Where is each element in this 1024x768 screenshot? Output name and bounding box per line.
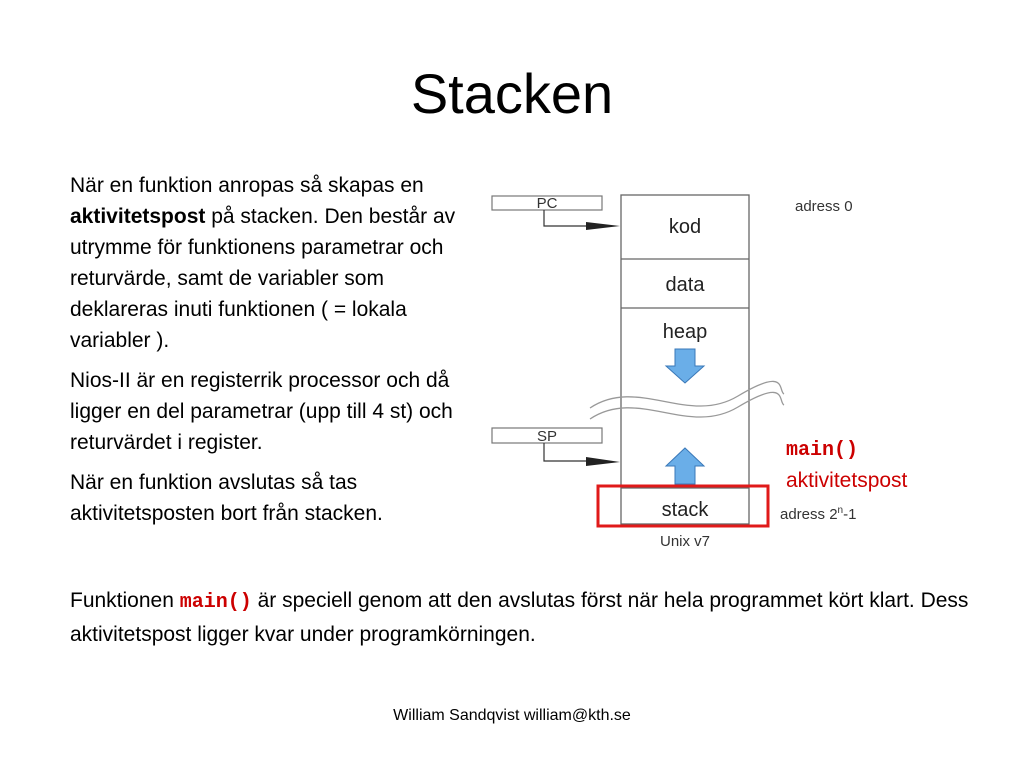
paragraph-nios: Nios-II är en registerrik processor och …	[70, 369, 453, 454]
bottom-text-b: är speciell genom att den avslutas först…	[70, 589, 969, 646]
bottom-text-a: Funktionen	[70, 589, 180, 612]
para1-text-b: på stacken. Den består av utrymme för fu…	[70, 205, 456, 352]
diagram-caption: Unix v7	[660, 533, 710, 550]
heap-growth-arrow	[664, 348, 706, 384]
paragraph-function-return: När en funktion avslutas så tas aktivite…	[70, 471, 383, 525]
segment-kod: kod	[669, 216, 701, 238]
callout-text: aktivitetspost	[786, 469, 908, 492]
bottom-paragraph: Funktionen main() är speciell genom att …	[70, 585, 990, 651]
pc-register-box	[491, 195, 603, 211]
footer: William Sandqvist william@kth.se	[393, 707, 631, 724]
memory-layout-diagram: PC SP kod data heap stack adress 0 adres…	[491, 194, 856, 550]
pc-arrowhead	[586, 222, 620, 230]
address-end-label: adress 2n-1	[780, 505, 856, 523]
para1-text-a: När en funktion anropas så skapas en	[70, 174, 424, 197]
stack-highlight-box	[596, 484, 770, 528]
para1-bold-term: aktivitetspost	[70, 205, 206, 228]
slide-title: Stacken	[410, 62, 614, 125]
memory-break-wave-top	[589, 380, 785, 409]
segment-stack: stack	[662, 499, 710, 521]
text-column: När en funktion anropas så skapas en akt…	[70, 170, 480, 538]
callout-main-code: main()	[786, 439, 859, 462]
main-activation-callout: main() aktivitetspost	[786, 436, 907, 496]
bottom-main-code: main()	[179, 591, 252, 614]
sp-arrowhead	[586, 457, 620, 466]
stack-growth-arrow	[664, 447, 706, 485]
pc-label: PC	[537, 195, 558, 212]
paragraph-activation-record: När en funktion anropas så skapas en akt…	[70, 170, 480, 356]
address-zero-label: adress 0	[795, 198, 853, 215]
segment-data: data	[666, 274, 706, 296]
sp-register-box	[491, 427, 603, 444]
segment-heap: heap	[663, 321, 708, 343]
memory-break-wave-bottom	[589, 391, 785, 420]
pc-arrow	[543, 210, 588, 227]
sp-label: SP	[537, 428, 557, 445]
sp-arrow	[543, 443, 588, 462]
